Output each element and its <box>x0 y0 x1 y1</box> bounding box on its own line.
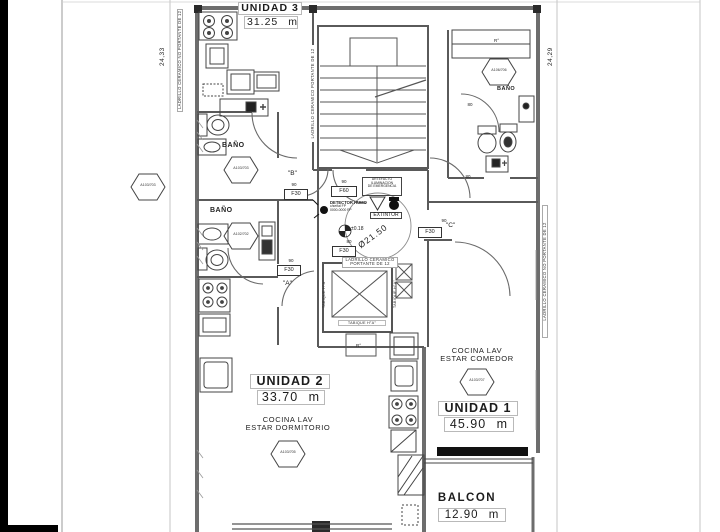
wall-tag-left: LADRILLO CERAMICO NO PORTANTE DE 12 <box>177 9 184 112</box>
code-lot: A103/703 <box>140 183 156 187</box>
safety-symbols <box>312 196 399 238</box>
stairs <box>320 37 427 164</box>
extintor-triangle <box>369 196 386 212</box>
code-unit2: A103/705 <box>280 450 296 454</box>
photo-edge-bottom <box>0 525 58 532</box>
kitchen-unit3 <box>198 11 280 117</box>
emergency-line3: DE EMERGENCIA <box>367 184 397 189</box>
dimension-left: 24,33 <box>159 47 166 66</box>
emergency-line2: ILUMINACION <box>370 180 394 185</box>
unit2-room-line1: COCINA LAV <box>262 415 314 424</box>
tabique-right: TABIQUE H°A° <box>393 279 397 309</box>
unit2-area: 33.70 m <box>257 390 325 406</box>
window-marks <box>196 119 537 499</box>
wall-tag-right: LADRILLO CERAMICO NO PORTANTE DE 12 <box>542 205 549 338</box>
code-banoR: A106/706 <box>491 68 507 72</box>
window-sill-bottom <box>232 523 392 530</box>
unit3-title: UNIDAD 3 <box>238 2 302 16</box>
door-f30b-tag: F30 <box>284 189 308 200</box>
unit1-area: 45.90 m <box>444 417 514 433</box>
unit2-room-label: COCINA LAV ESTAR DORMITORIO <box>237 416 339 432</box>
door-f60-tag: F60 <box>331 186 357 197</box>
extintor-note: EXTINTOR <box>370 212 402 220</box>
door-arcs <box>227 93 511 307</box>
wall-tag-center: LADRILLO CERAMICO PORTANTE DE 12 <box>342 257 398 268</box>
detector-line1: DETECTOR HUMO <box>330 200 367 205</box>
emergency-line1: ARTEFACTO <box>371 177 393 181</box>
tabique-bottom: TABIQUE H°A° <box>338 320 386 326</box>
smoke-detector-symbol <box>320 206 328 214</box>
door-f30a-tag: F30 <box>277 265 301 276</box>
door-f30b-width: 90 <box>291 182 297 187</box>
door-f30c-width: 90 <box>441 218 447 223</box>
bano-unit3-label: BAÑO <box>222 142 245 149</box>
code-bano3: A103/703 <box>233 166 249 170</box>
bathroom-unit2 <box>197 221 276 271</box>
bano-unit2-label: BAÑO <box>210 207 233 214</box>
bathroom-right <box>451 29 535 173</box>
unit1-room-line2: ESTAR COMEDOR <box>440 353 514 363</box>
bano-right-label: BAÑO <box>497 86 516 92</box>
detector-line3: 0000-0000 FP <box>330 207 352 212</box>
dim-80-bath: 80 <box>467 102 473 107</box>
emergency-light-note: ARTEFACTO ILUMINACION DE EMERGENCIA <box>362 177 402 196</box>
dim-80-room: 80 <box>465 174 471 179</box>
level-label: ±0.18 <box>351 226 364 232</box>
reference-hexagons <box>130 58 517 468</box>
walls-interior <box>197 8 538 348</box>
photo-edge-left <box>0 0 8 532</box>
wall-tag-center-line1: LADRILLO CERAMICO <box>345 257 395 262</box>
door-f60-width: 90 <box>341 179 347 184</box>
code-unit1: A103/707 <box>469 378 485 382</box>
shaft-r-label: R° <box>356 343 362 348</box>
closet-r-label: R° <box>494 38 500 43</box>
unit2-room-line2: ESTAR DORMITORIO <box>245 422 331 432</box>
unit1-room-label: COCINA LAV ESTAR COMEDOR <box>426 347 528 363</box>
beam <box>437 447 528 456</box>
lot-lines <box>61 0 701 532</box>
unit3-area: 31.25 m <box>244 16 298 30</box>
door-f30c-tag: F30 <box>418 227 442 238</box>
door-f30x-tag: F30 <box>332 246 356 257</box>
extintor-symbol <box>389 200 399 210</box>
hall-c-label: "C" <box>446 222 456 229</box>
unit1-title: UNIDAD 1 <box>438 401 518 417</box>
kitchen-unit2 <box>198 278 233 393</box>
smoke-detector-note: DETECTOR HUMO c/señal FP 0000-0000 FP <box>330 200 372 213</box>
tabique-left: TABIQUE H°A° <box>322 279 326 309</box>
door-f30a-width: 90 <box>288 258 294 263</box>
columns <box>194 5 541 532</box>
balcon-area: 12.90 m <box>438 508 506 523</box>
balcon-title: BALCON <box>437 492 497 504</box>
dimension-right: 24,29 <box>547 47 554 66</box>
unit1-room-line1: COCINA LAV <box>451 346 503 355</box>
hall-a-label: "A" <box>283 280 292 287</box>
balcony <box>397 447 533 526</box>
walls-exterior <box>195 6 540 532</box>
detector-line2: c/señal FP <box>330 204 347 209</box>
unit2-title: UNIDAD 2 <box>250 374 330 390</box>
kitchen-unit1 <box>388 332 419 453</box>
code-bano2: A102/702 <box>233 232 249 236</box>
hall-b-label: "B" <box>288 170 297 177</box>
wall-tag-stair: LADRILLO CERAMICO PORTANTE DE 12 <box>310 45 316 142</box>
door-f30x-width: 80 <box>346 239 352 244</box>
wall-tag-center-line2: PORTANTE DE 12 <box>350 261 390 267</box>
elevator <box>322 262 413 357</box>
bathroom-unit3 <box>197 113 230 156</box>
